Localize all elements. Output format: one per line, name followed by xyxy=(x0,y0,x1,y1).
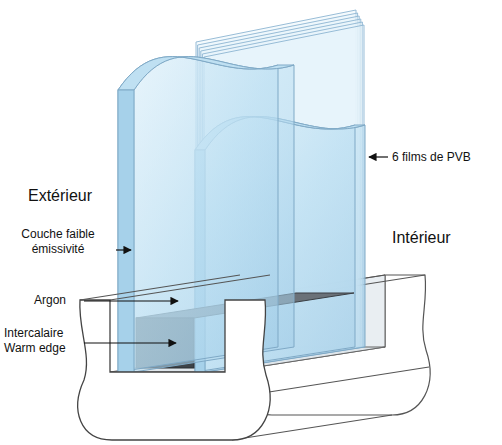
spacer-leader xyxy=(84,342,176,343)
part-label: Couche faible émissivité xyxy=(4,227,112,257)
leader-arrows xyxy=(84,157,388,343)
outer-glass-pane xyxy=(118,57,294,372)
argon-leader xyxy=(84,300,178,301)
side-label: Extérieur xyxy=(28,186,118,206)
frame-lip-edges xyxy=(80,275,270,300)
part-label: Intercalaire Warm edge xyxy=(4,326,82,356)
coating-leader xyxy=(116,249,131,250)
frame-front-profile xyxy=(78,300,270,440)
part-label: 6 films de PVB xyxy=(392,150,498,165)
side-label: Intérieur xyxy=(392,228,492,248)
pvb-leader xyxy=(369,156,388,157)
part-label: Argon xyxy=(34,293,82,308)
